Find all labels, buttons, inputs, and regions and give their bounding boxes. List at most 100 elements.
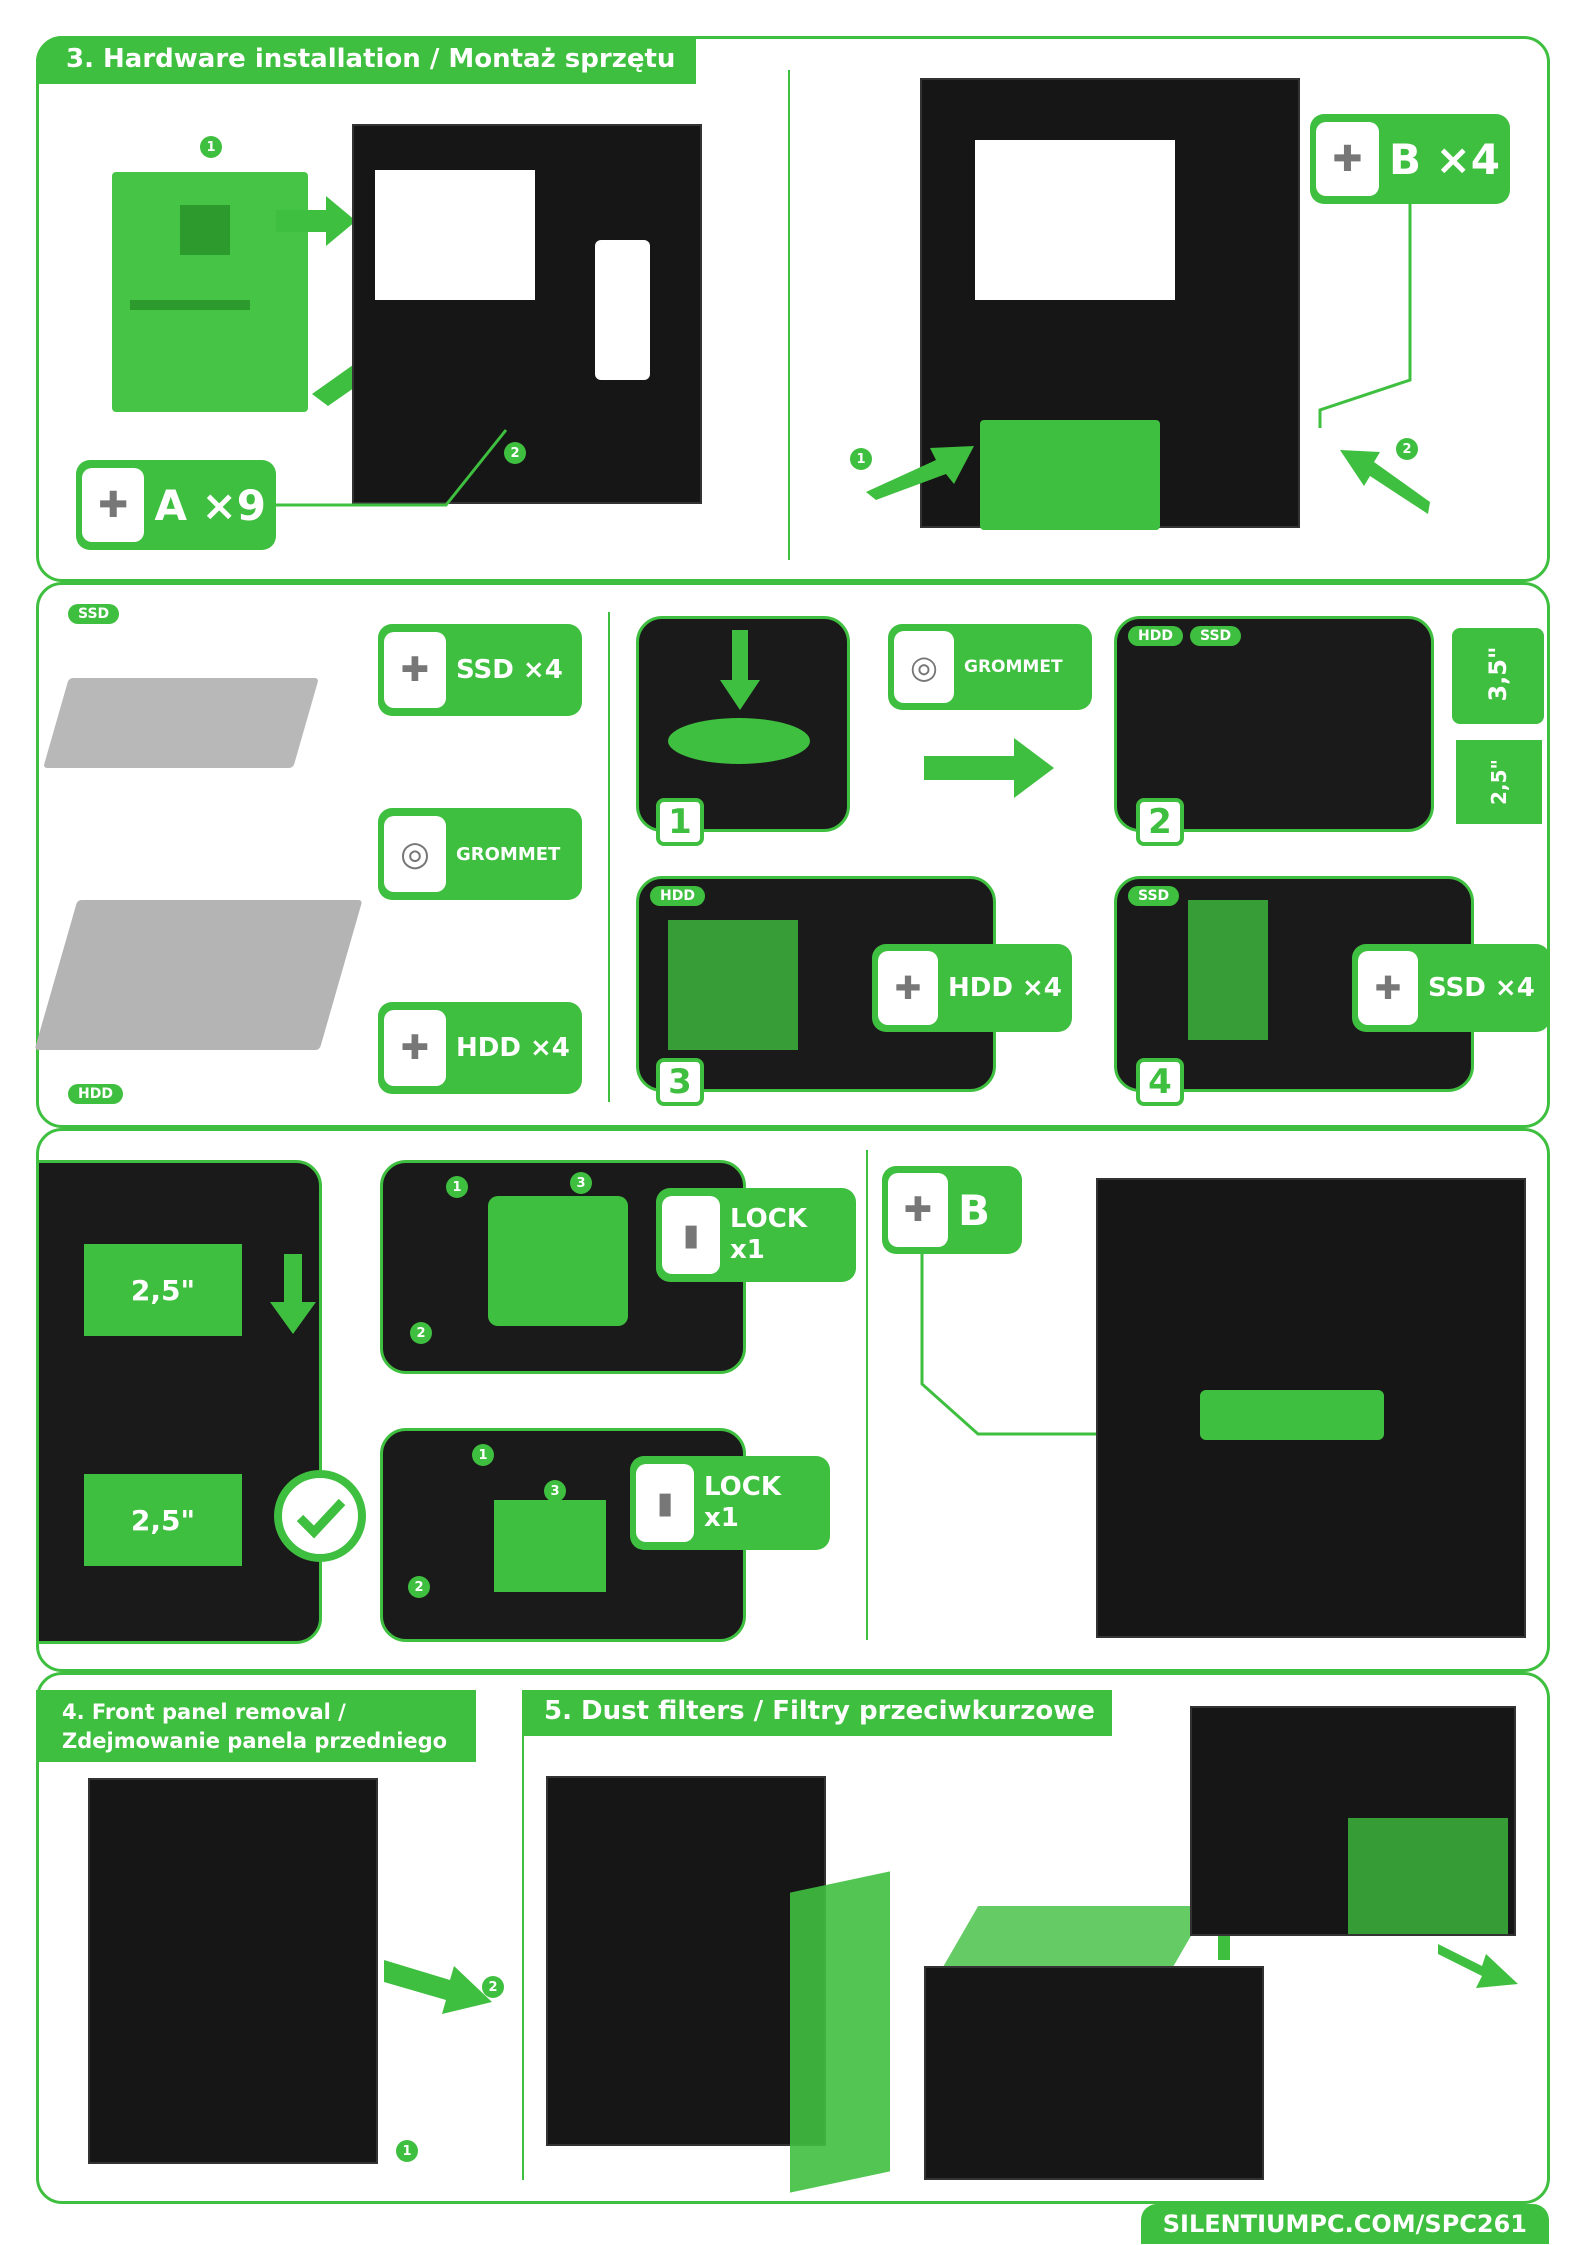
screw-icon: ✚ <box>384 1010 446 1086</box>
step-2-image <box>1114 616 1434 832</box>
leader-line-b <box>1318 200 1412 428</box>
ssd-slot-1 <box>84 1244 242 1336</box>
section-4-title-line2: Zdejmowanie panela przedniego <box>62 1729 448 1754</box>
footer-url: SILENTIUMPC.COM/SPC261 <box>1140 2204 1549 2244</box>
section-5-title: 5. Dust filters / Filtry przeciwkurzowe <box>522 1690 1112 1736</box>
grommet-label: GROMMET <box>456 843 561 865</box>
drive-25-image <box>1456 740 1542 824</box>
screw-icon: ✚ <box>1316 122 1379 196</box>
arrow-screw-icon <box>1340 450 1430 514</box>
ssd-screw-badge-step4: ✚ SSD ×4 <box>1352 944 1550 1032</box>
screw-b-badge: ✚ B ×4 <box>1310 114 1510 204</box>
section-4-divider <box>522 1700 524 2180</box>
gpu-image <box>1200 1390 1384 1440</box>
ssd-lock-drive <box>494 1500 606 1592</box>
psu-image <box>980 420 1160 530</box>
case-filter-top-image <box>924 1966 1264 2180</box>
case-filter-front-image <box>546 1776 826 2146</box>
lock-callout-3: 3 <box>570 1172 592 1194</box>
ssd-tag: SSD <box>68 604 120 624</box>
ssd-slot-1-label: 2,5" <box>130 1274 196 1307</box>
screw-icon: ✚ <box>82 468 145 542</box>
ssd-slot-2-label: 2,5" <box>130 1504 196 1537</box>
screw-b-gpu-badge: ✚ B <box>882 1166 1022 1254</box>
ssd-tag-step4: SSD <box>1128 886 1180 906</box>
storage-panel <box>36 582 1550 1128</box>
hdd-screw-label: HDD ×4 <box>456 1033 570 1063</box>
lock-label-top: LOCK x1 <box>720 1204 817 1266</box>
arrow-down-icon <box>720 630 760 710</box>
lock-callout-2b: 2 <box>408 1576 430 1598</box>
drive-35-label: 3,5" <box>1484 646 1512 702</box>
hdd-tag: HDD <box>68 1084 123 1104</box>
hdd-bay-highlight <box>668 920 798 1050</box>
case-psu-window <box>975 140 1175 300</box>
arrow-down-ssd-icon <box>270 1254 316 1334</box>
section-4-title-line1: 4. Front panel removal / <box>62 1700 346 1724</box>
grommet-badge: ◎ GROMMET <box>378 808 582 900</box>
hdd-lock-drive <box>488 1196 628 1326</box>
grommet-icon: ◎ <box>894 631 954 703</box>
screw-a-badge: ✚ A ×9 <box>76 460 276 550</box>
grommet-badge-step1: ◎ GROMMET <box>888 624 1092 710</box>
grommet-image <box>668 718 810 764</box>
step-3-number: 3 <box>656 1058 704 1106</box>
lock-badge-top: ▮ LOCK x1 <box>656 1188 856 1282</box>
lock-callout-3b: 3 <box>544 1480 566 1502</box>
section-4-5-panel <box>36 1672 1550 2204</box>
hdd-tag-step2: HDD <box>1128 626 1183 646</box>
lock-label-line2: x1 <box>730 1235 765 1265</box>
lock-screw-icon: ▮ <box>662 1196 720 1274</box>
ssd-rear-mount-image <box>36 1160 322 1644</box>
front-filter-image <box>790 1871 890 2193</box>
section-4-callout-2: 2 <box>482 1976 504 1998</box>
ssd-slot-2 <box>84 1474 242 1566</box>
arrow-removal-icon <box>384 1960 492 2014</box>
lock-badge-bottom: ▮ LOCK x1 <box>630 1456 830 1550</box>
hdd-screw-badge: ✚ HDD ×4 <box>378 1002 582 1094</box>
ssd-screw-badge: ✚ SSD ×4 <box>378 624 582 716</box>
callout-1-psu: 1 <box>850 448 872 470</box>
section-4-title: 4. Front panel removal / Zdejmowanie pan… <box>36 1690 476 1762</box>
lock-label-bottom: LOCK x1 <box>694 1472 791 1534</box>
hdd-screw-label-step3: HDD ×4 <box>948 973 1062 1003</box>
ssd-drive-image <box>43 678 319 768</box>
lock-screw-icon: ▮ <box>636 1464 694 1542</box>
callout-2: 2 <box>504 442 526 464</box>
step-1-number: 1 <box>656 798 704 846</box>
section-3-panel <box>36 36 1550 582</box>
case-hex-area <box>595 240 650 380</box>
screw-icon: ✚ <box>888 1173 948 1247</box>
screw-icon: ✚ <box>1358 951 1418 1025</box>
hdd-drive-image <box>34 900 363 1050</box>
step-4-number: 4 <box>1136 1058 1184 1106</box>
section-3-divider <box>788 70 790 560</box>
ssd-bay-highlight <box>1188 900 1268 1040</box>
lock-callout-1b: 1 <box>472 1444 494 1466</box>
lock-label-line1: LOCK <box>730 1203 807 1234</box>
screw-b-label: B ×4 <box>1388 134 1500 184</box>
arrow-psu-icon <box>866 446 974 500</box>
lock-label-line1b: LOCK <box>704 1471 781 1502</box>
arrow-out-icon <box>1438 1944 1518 1988</box>
case-front-removal-image <box>88 1778 378 2164</box>
lock-callout-2: 2 <box>410 1322 432 1344</box>
leader-line-gpu <box>920 1254 1164 1436</box>
arrow-right-icon <box>276 196 356 246</box>
leader-line <box>276 429 508 507</box>
screw-b-gpu-label: B <box>958 1185 991 1235</box>
hdd-screw-badge-step3: ✚ HDD ×4 <box>872 944 1072 1032</box>
arrow-next-icon <box>924 738 1054 798</box>
motherboard-socket <box>180 205 230 255</box>
screw-a-label: A ×9 <box>154 480 266 530</box>
case-cutout <box>375 170 535 300</box>
grommet-label-step1: GROMMET <box>964 657 1063 677</box>
bottom-filter-image <box>1348 1818 1508 1934</box>
step-2-number: 2 <box>1136 798 1184 846</box>
storage-divider <box>608 612 610 1102</box>
ssd-tag-step2: SSD <box>1190 626 1242 646</box>
section-4-callout-1: 1 <box>396 2140 418 2162</box>
ssd-screw-label-step4: SSD ×4 <box>1428 973 1535 1003</box>
screw-icon: ✚ <box>384 632 446 708</box>
hdd-tag-step3: HDD <box>650 886 705 906</box>
